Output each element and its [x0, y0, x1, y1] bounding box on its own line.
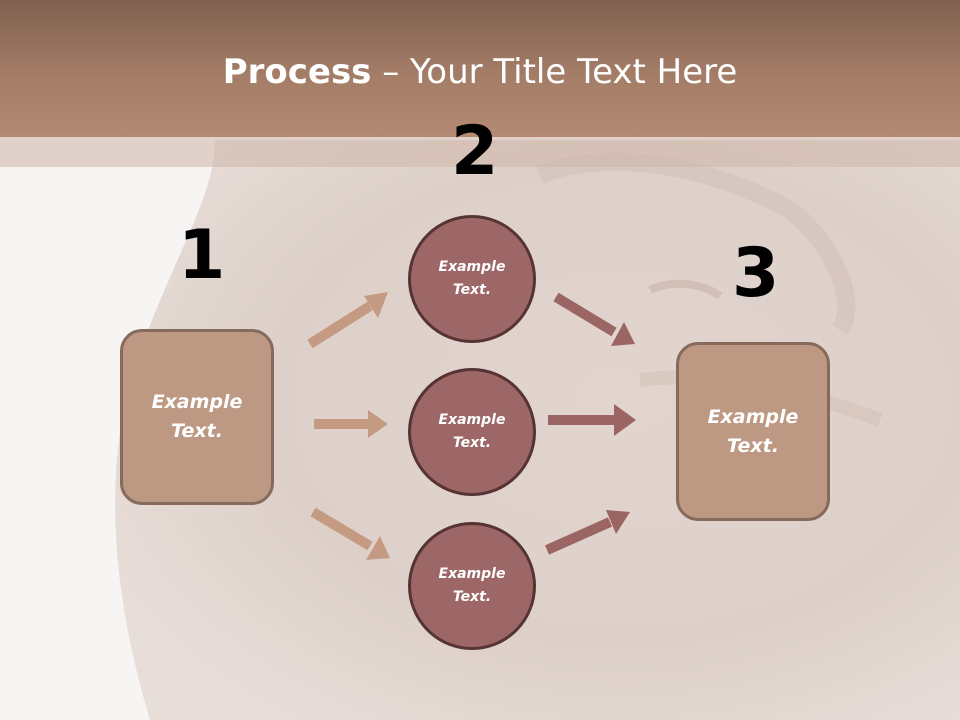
- step-3-text-line2: Text.: [727, 434, 779, 457]
- step-number-1: 1: [178, 216, 226, 295]
- slide-title: Process – Your Title Text Here: [0, 52, 960, 92]
- circle-top-line2: Text.: [452, 282, 492, 298]
- step-3-box: Example Text.: [676, 342, 830, 521]
- title-bold: Process: [222, 52, 372, 92]
- step-1-text-line1: Example: [151, 391, 243, 413]
- step-2-circle-top: Example Text.: [408, 215, 536, 343]
- title-rest: – Your Title Text Here: [371, 52, 738, 92]
- title-bar: [0, 0, 960, 137]
- step-number-2: 2: [451, 112, 499, 191]
- step-1-box: Example Text.: [120, 329, 274, 505]
- step-number-3: 3: [732, 234, 780, 313]
- title-bar-strip: [0, 137, 960, 167]
- step-3-text-line1: Example: [707, 405, 799, 428]
- circle-middle-line2: Text.: [452, 435, 492, 451]
- circle-bottom-line2: Text.: [452, 589, 492, 605]
- step-2-circle-middle: Example Text.: [408, 368, 536, 496]
- circle-top-line1: Example: [438, 259, 506, 275]
- circle-bottom-line1: Example: [438, 566, 506, 582]
- step-1-text-line2: Text.: [171, 420, 223, 442]
- step-2-circle-bottom: Example Text.: [408, 522, 536, 650]
- circle-middle-line1: Example: [438, 412, 506, 428]
